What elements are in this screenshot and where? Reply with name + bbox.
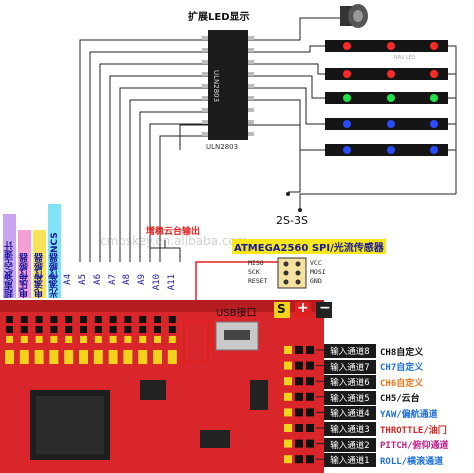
channel-row: 输入通道2 PITCH/俯仰通道 [324,437,449,452]
channel-row: 输入通道4 YAW/偏航通道 [324,406,438,421]
led-dot [387,120,395,128]
flight-controller-board [0,300,324,473]
usb-label: USB接口 [216,308,257,319]
led-dot [430,70,438,78]
buzzer [340,4,368,28]
channel-input-label: 输入通道5 [324,390,376,405]
led-dot [387,42,395,50]
spi-left-pins: MISO SCK RESET [248,259,268,286]
power-minus: − [319,300,331,316]
gimbal-wires [149,240,181,262]
spi-pin-vcc: VCC [310,259,322,267]
spi-pin-gnd: GND [310,277,322,285]
channel-function-label: THROTTLE/油门 [380,425,447,436]
channel-function-label: CH5/云台 [380,394,420,405]
led-dot [343,70,351,78]
led-dot [387,146,395,154]
channel-row: 输入通道5 CH5/云台 [324,390,420,405]
analog-pin-a11: A11 [166,274,177,291]
analog-pin-a10: A10 [152,274,162,291]
uln-bottom-label: ULN2803 [206,143,239,151]
gimbal-label: 增稳云台输出 [146,227,201,237]
led-strips [325,40,448,156]
led-dot [343,120,351,128]
power-plus: + [297,300,309,316]
battery-label: 2S-3S [276,214,308,227]
power-signal: S [277,302,286,316]
sensor-label-ultrasonic: 超声波/空速计 [3,214,16,298]
led-strip [325,40,448,52]
analog-pin-a7: A7 [107,274,118,285]
channel-function-label: CH6自定义 [380,378,424,389]
uln-input-wires [79,39,208,262]
spi-pin-box [277,257,307,289]
uln2803-chip [202,30,254,140]
led-dot [343,146,351,154]
spi-title: ATMEGA2560 SPI/光流传感器 [232,239,386,254]
channel-input-label: 输入通道7 [324,359,376,374]
led-dot [343,42,351,50]
channel-function-label: CH8自定义 [380,347,424,358]
channel-row: 输入通道8 CH8自定义 [324,344,423,358]
sensor-label-current: 电流传感器 [33,230,46,298]
power-symbol-boxes [274,302,332,318]
analog-pin-a1: A1 [18,274,29,285]
led-dot [387,94,395,102]
analog-pin-a6: A6 [92,274,103,285]
led-strip [325,68,448,80]
led-dot [430,42,438,50]
led-strip [325,118,448,130]
analog-pin-a4: A4 [63,274,74,285]
sensor-label-voltage: 电压传感器 [18,230,31,298]
analog-pin-a5: A5 [78,274,88,285]
analog-pin-a3: A3 [48,274,59,285]
uln-top-label: ULN2803 [212,70,220,103]
uln-output-wires [179,17,340,193]
analog-pin-a2: A2 [33,274,44,285]
channel-input-label: 输入通道8 [324,344,376,358]
led-dot [430,146,438,154]
led-strip [325,144,448,156]
channel-row: 输入通道6 CH6自定义 [324,375,424,390]
spi-pin-mosi: MOSI [310,268,326,276]
analog-pin-a8: A8 [122,274,133,285]
channel-function-label: PITCH/俯仰通道 [380,441,449,452]
channel-input-label: 输入通道4 [324,406,376,421]
channel-row: 输入通道1 ROLL/横滚通道 [324,453,444,468]
channel-row: 输入通道7 CH7自定义 [324,359,424,374]
led-strip [325,92,448,104]
led-dot [430,94,438,102]
channel-input-label: 输入通道1 [324,453,376,468]
watermark: cmpskey.en.alibaba.com [100,234,248,248]
channel-row: 输入通道3 THROTTLE/油门 [324,422,447,436]
led-dot [430,120,438,128]
channel-input-label: 输入通道2 [324,437,376,452]
spi-pin-miso: MISO [248,259,264,267]
spi-right-pins: VCC MOSI GND [310,259,326,286]
channel-function-label: ROLL/横滚通道 [380,456,444,467]
led-dot [387,70,395,78]
channel-function-label: CH7自定义 [380,363,424,374]
battery-terminals [286,192,302,212]
spi-pin-reset: RESET [248,277,268,285]
channel-function-label: YAW/偏航通道 [380,409,438,420]
channel-input-label: 输入通道3 [324,422,376,436]
spi-pin-sck: SCK [248,268,260,276]
analog-pin-a9: A9 [137,274,148,285]
led-section-title: 扩展LED显示 [188,12,250,23]
led-dot [343,94,351,102]
nav-led-label: NAV LED [394,55,416,61]
analog-pin-a0: A0 [4,274,14,285]
channel-input-label: 输入通道6 [324,375,376,390]
